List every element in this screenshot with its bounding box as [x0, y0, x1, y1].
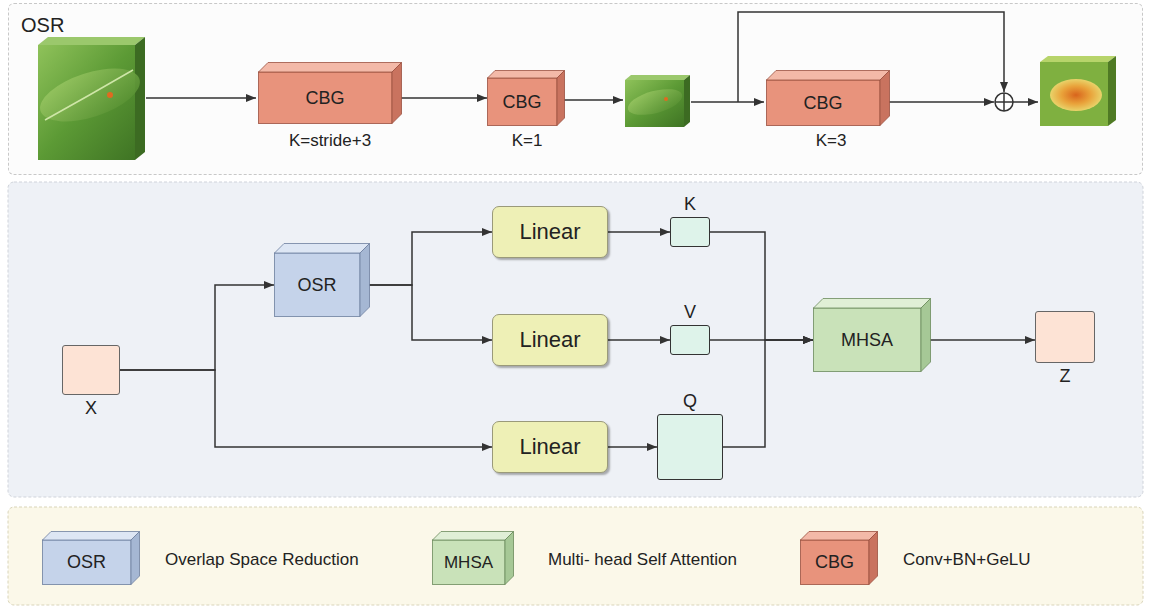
box-label: CBG [815, 552, 854, 573]
legend-sample: MHSA [432, 531, 514, 585]
leaf-image [1040, 56, 1116, 126]
flow-arrow [360, 232, 492, 285]
flow-arrow [608, 231, 670, 233]
flow-arrow [710, 232, 813, 340]
kernel-label: K=1 [417, 131, 637, 151]
tensor-box: Q [657, 414, 723, 480]
box-label: Linear [519, 327, 580, 353]
osr-block: OSR [274, 243, 370, 317]
box-label: MHSA [841, 330, 893, 351]
box-label: CBG [305, 88, 344, 109]
flow-arrow [723, 340, 813, 447]
tensor-name: X [63, 398, 119, 419]
sum-symbol [995, 93, 1013, 111]
kernel-label: K=3 [721, 131, 941, 151]
param-wrap: K=3 [721, 131, 941, 151]
leaf-image [34, 37, 147, 160]
box-label: Linear [519, 219, 580, 245]
panel-band: OSR CBG CBG CBG [8, 3, 1143, 175]
linear-box: Linear [492, 314, 608, 366]
box-face: OSR [274, 253, 360, 317]
tensor-box: Z [1035, 311, 1095, 363]
conv-block: CBG [766, 70, 890, 126]
leaf-image [625, 75, 690, 127]
kernel-label: K=stride+3 [220, 131, 440, 151]
box-label: Linear [519, 434, 580, 460]
panel-ground [8, 3, 1143, 175]
linear-box: Linear [492, 421, 608, 473]
panel-title: OSR [21, 14, 64, 37]
legend-sample: OSR [42, 531, 140, 585]
conv-block: CBG [487, 70, 565, 126]
legend-sample: CBG [800, 531, 878, 585]
box-label: OSR [67, 552, 106, 573]
tensor-box: V [670, 325, 710, 355]
flow-arrow [608, 446, 657, 448]
box-label: MHSA [444, 553, 493, 573]
panel-ground [8, 182, 1143, 497]
tensor-name: V [671, 302, 709, 323]
legend-text: Conv+BN+GeLU [903, 550, 1031, 570]
legend-panel [8, 507, 1143, 605]
tensor-box: X [62, 345, 120, 395]
legend-text: Multi- head Self Attention [548, 550, 737, 570]
linear-box: Linear [492, 206, 608, 258]
flow-arrow [120, 370, 492, 447]
box-face: MHSA [813, 308, 921, 372]
conv-block: CBG [258, 62, 402, 124]
flow-arrow [608, 339, 670, 341]
tensor-name: K [671, 194, 709, 215]
box-label: OSR [297, 275, 336, 296]
param-wrap: K=1 [417, 131, 637, 151]
tensor-name: Z [1036, 366, 1094, 387]
flow-arrow [392, 97, 487, 99]
legend-text: Overlap Space Reduction [165, 550, 359, 570]
box-label: CBG [502, 92, 541, 113]
box-face: OSR [42, 540, 131, 585]
legend-wrap: Conv+BN+GeLU [903, 550, 1031, 570]
box-face: CBG [258, 72, 392, 124]
box-face: CBG [800, 540, 869, 585]
box-face: CBG [766, 80, 880, 126]
flow-arrow [360, 285, 492, 340]
attention-block: MHSA [813, 298, 931, 372]
legend-wrap: Multi- head Self Attention [548, 550, 737, 570]
legend-wrap: Overlap Space Reduction [165, 550, 359, 570]
box-face: MHSA [432, 540, 505, 585]
tensor-name: Q [658, 391, 722, 412]
tensor-box: K [670, 217, 710, 247]
flow-arrow [120, 285, 274, 370]
flow-arrow [921, 339, 1035, 341]
param-wrap: K=stride+3 [220, 131, 440, 151]
box-face: CBG [487, 78, 557, 126]
box-label: CBG [803, 93, 842, 114]
